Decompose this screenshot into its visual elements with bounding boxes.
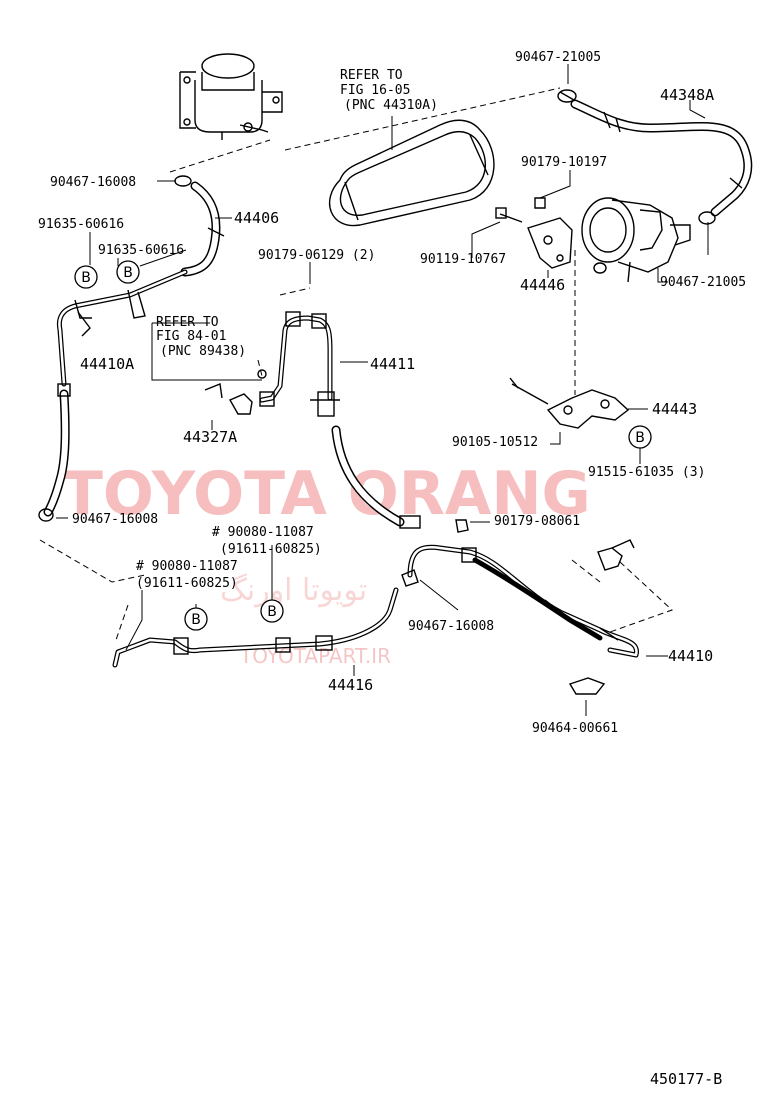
label-44406: 44406 <box>234 209 279 227</box>
bolt-90105 <box>509 377 549 405</box>
label-91611-60825-b: (91611-60825) <box>136 576 238 591</box>
bolt-90179-10197 <box>534 197 546 209</box>
pipe-44411 <box>259 311 421 529</box>
label-91635-60616-b: 91635-60616 <box>98 243 184 258</box>
hose-44406 <box>180 181 225 277</box>
label-44348A: 44348A <box>660 86 714 104</box>
refer-fig-16-05-line3: (PNC 44310A) <box>344 98 438 113</box>
refer-fig-16-05-line2: FIG 16-05 <box>340 83 410 98</box>
clamp-90179-08061 <box>455 519 469 533</box>
sensor-44327A <box>204 369 267 415</box>
label-90080-11087-b: # 90080-11087 <box>136 559 238 574</box>
label-90179-06129: 90179-06129 (2) <box>258 248 375 263</box>
bracket-90464 <box>568 677 606 695</box>
label-91515-61035: 91515-61035 (3) <box>588 465 705 480</box>
svg-text:B: B <box>191 612 201 628</box>
hose-44348A <box>570 99 753 217</box>
label-44327A: 44327A <box>183 428 237 446</box>
b-marker-3: B <box>628 425 652 449</box>
label-90105-10512: 90105-10512 <box>452 435 538 450</box>
label-90179-10197: 90179-10197 <box>521 155 607 170</box>
drive-belt <box>329 119 495 227</box>
svg-text:B: B <box>635 430 645 446</box>
label-90119-10767: 90119-10767 <box>420 252 506 267</box>
refer-fig-84-01-line1: REFER TO <box>156 315 219 330</box>
clamp-91635-mid <box>127 289 146 319</box>
svg-text:B: B <box>267 604 277 620</box>
drawing-number: 450177-B <box>650 1070 722 1088</box>
b-marker-1: B <box>74 265 98 289</box>
label-90080-11087-a: # 90080-11087 <box>212 525 314 540</box>
b-marker-4: B <box>184 607 208 631</box>
hose-clamp-top <box>557 89 577 103</box>
clamp-90467-c <box>401 569 419 587</box>
b-marker-2: B <box>116 260 140 284</box>
reference-lines <box>39 87 673 641</box>
watermark-main: TOYOTA ORANG <box>62 459 591 529</box>
label-90467-16008-b: 90467-16008 <box>72 512 158 527</box>
steering-rack-fragment <box>597 539 635 571</box>
label-90464-00661: 90464-00661 <box>532 721 618 736</box>
label-90467-16008-c: 90467-16008 <box>408 619 494 634</box>
label-44416: 44416 <box>328 676 373 694</box>
refer-fig-84-01-line3: (PNC 89438) <box>160 344 246 359</box>
watermark-persian: تویوتا اورنگ <box>220 573 367 608</box>
label-44411: 44411 <box>370 355 415 373</box>
hose-clamp-right <box>698 211 716 225</box>
label-44410: 44410 <box>668 647 713 665</box>
pipe-44416 <box>112 587 399 668</box>
b-marker-5: B <box>260 599 284 623</box>
refer-fig-16-05-line1: REFER TO <box>340 68 403 83</box>
pipe-44410 <box>407 544 639 658</box>
reservoir-tank <box>179 53 283 140</box>
label-44443: 44443 <box>652 400 697 418</box>
label-90467-21005-right: 90467-21005 <box>660 275 746 290</box>
label-44446: 44446 <box>520 276 565 294</box>
label-91635-60616-a: 91635-60616 <box>38 217 124 232</box>
label-91611-60825-a: (91611-60825) <box>220 542 322 557</box>
label-90467-16008-a: 90467-16008 <box>50 175 136 190</box>
bracket-44443 <box>546 389 630 429</box>
pump-bracket-44446 <box>527 217 573 269</box>
clamp-91635-left <box>74 299 92 319</box>
clamp-90467-a <box>174 175 192 187</box>
clamp-90467-b <box>38 508 54 522</box>
label-44410A: 44410A <box>80 355 134 373</box>
pipe-44410A <box>43 269 188 517</box>
svg-text:B: B <box>81 270 91 286</box>
refer-fig-84-01-line2: FIG 84-01 <box>156 329 226 344</box>
svg-text:B: B <box>123 265 133 281</box>
bolt-90119 <box>495 207 523 223</box>
power-steering-pump <box>581 197 691 283</box>
label-90467-21005-top: 90467-21005 <box>515 50 601 65</box>
label-90179-08061: 90179-08061 <box>494 514 580 529</box>
